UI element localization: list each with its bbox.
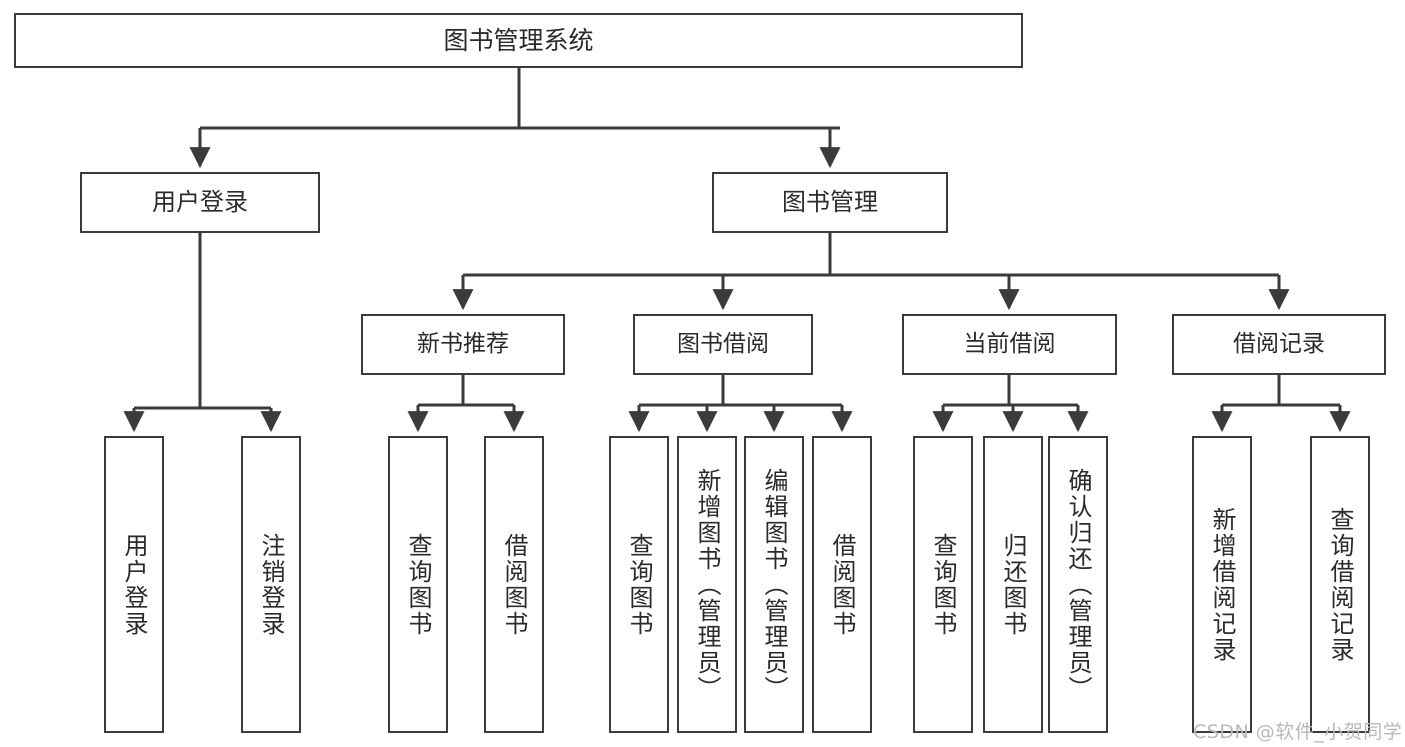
node-borrow-records-label: 借阅记录 bbox=[1233, 330, 1325, 357]
leaf-add-book-admin[interactable]: 新增图书（管理员） bbox=[677, 436, 737, 733]
leaf-borrow-book-newbook[interactable]: 借阅图书 bbox=[484, 436, 544, 733]
leaf-user-login-label: 用户登录 bbox=[120, 532, 148, 637]
leaf-lend-book[interactable]: 借阅图书 bbox=[812, 436, 872, 733]
leaf-edit-book-admin[interactable]: 编辑图书（管理员） bbox=[744, 436, 804, 733]
leaf-add-borrow-record-label: 新增借阅记录 bbox=[1208, 506, 1236, 663]
node-book-management[interactable]: 图书管理 bbox=[712, 172, 948, 233]
node-root-label: 图书管理系统 bbox=[443, 25, 594, 55]
leaf-user-logout[interactable]: 注销登录 bbox=[241, 436, 301, 733]
leaf-return-book[interactable]: 归还图书 bbox=[983, 436, 1043, 733]
leaf-borrow-book-newbook-label: 借阅图书 bbox=[500, 532, 528, 637]
node-new-book-recommend[interactable]: 新书推荐 bbox=[361, 314, 565, 375]
node-new-book-recommend-label: 新书推荐 bbox=[417, 330, 509, 357]
leaf-confirm-return-admin[interactable]: 确认归还（管理员） bbox=[1048, 436, 1108, 733]
node-book-borrow-label: 图书借阅 bbox=[677, 330, 769, 357]
node-borrow-records[interactable]: 借阅记录 bbox=[1172, 314, 1386, 375]
leaf-user-login[interactable]: 用户登录 bbox=[104, 436, 164, 733]
leaf-query-book-newbook[interactable]: 查询图书 bbox=[388, 436, 448, 733]
leaf-query-book-borrow-label: 查询图书 bbox=[625, 532, 653, 637]
leaf-lend-book-label: 借阅图书 bbox=[828, 532, 856, 637]
leaf-add-borrow-record[interactable]: 新增借阅记录 bbox=[1192, 436, 1252, 733]
node-current-borrow[interactable]: 当前借阅 bbox=[902, 314, 1117, 375]
node-user-login[interactable]: 用户登录 bbox=[80, 172, 320, 233]
node-current-borrow-label: 当前借阅 bbox=[963, 330, 1056, 357]
node-user-login-label: 用户登录 bbox=[152, 188, 248, 217]
leaf-return-book-label: 归还图书 bbox=[999, 532, 1027, 637]
leaf-query-book-current-label: 查询图书 bbox=[929, 532, 957, 637]
leaf-query-book-newbook-label: 查询图书 bbox=[404, 532, 432, 637]
leaf-query-borrow-record[interactable]: 查询借阅记录 bbox=[1310, 436, 1370, 733]
leaf-query-book-borrow[interactable]: 查询图书 bbox=[609, 436, 669, 733]
node-root[interactable]: 图书管理系统 bbox=[14, 13, 1023, 68]
csdn-watermark: CSDN @软件_小贺同学 bbox=[1193, 721, 1403, 743]
node-book-management-label: 图书管理 bbox=[782, 188, 878, 217]
leaf-add-book-admin-label: 新增图书（管理员） bbox=[693, 467, 721, 702]
node-book-borrow[interactable]: 图书借阅 bbox=[633, 314, 813, 375]
leaf-query-borrow-record-label: 查询借阅记录 bbox=[1326, 506, 1354, 663]
leaf-confirm-return-admin-label: 确认归还（管理员） bbox=[1064, 467, 1092, 702]
leaf-user-logout-label: 注销登录 bbox=[257, 532, 285, 637]
leaf-query-book-current[interactable]: 查询图书 bbox=[913, 436, 973, 733]
leaf-edit-book-admin-label: 编辑图书（管理员） bbox=[760, 467, 788, 702]
